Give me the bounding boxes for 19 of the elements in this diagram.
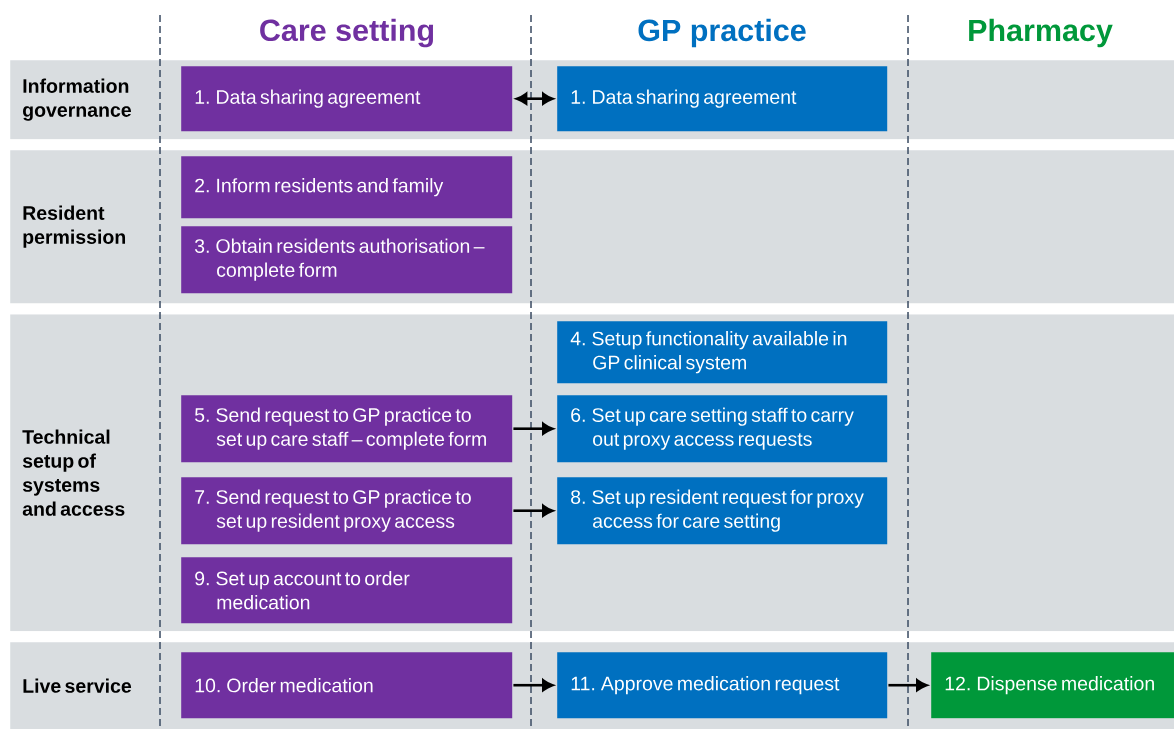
process-box: 10. Order medication: [181, 652, 513, 719]
column-heading: Pharmacy: [969, 18, 1113, 48]
process-box: 2. Inform residents and family: [181, 156, 513, 219]
arrow: [888, 679, 928, 692]
arrow: [513, 679, 554, 692]
process-box: 4. Setup functionality available in GP clinical system: [557, 321, 888, 384]
process-box: 11. Approve medication request: [557, 652, 888, 719]
process-box: 7. Send request to GP practice to set up resident proxy access: [181, 477, 513, 545]
arrow: [513, 504, 554, 517]
process-box: 8. Set up resident request for proxy access for care setting: [557, 477, 888, 545]
process-box: 9. Set up account to order medication: [181, 557, 513, 624]
process-box: 3. Obtain residents authorisation – complete form: [181, 226, 513, 294]
process-box: 1. Data sharing agreement: [557, 66, 888, 132]
process-box: 1. Data sharing agreement: [181, 66, 513, 132]
process-box: 6. Set up care setting staff to carry out proxy access requests: [557, 395, 888, 463]
process-box: 5. Send request to GP practice to set up care staff – complete form: [181, 395, 513, 463]
arrow: [515, 92, 554, 105]
arrow: [513, 422, 554, 435]
process-box: 12. Dispense medication: [931, 652, 1174, 719]
